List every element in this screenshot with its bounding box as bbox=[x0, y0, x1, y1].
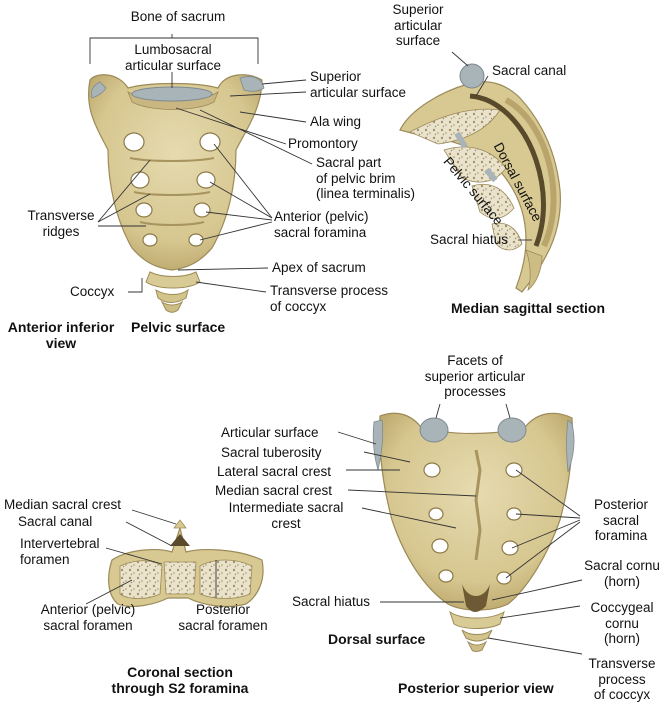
label-bone-of-sacrum: Bone of sacrum bbox=[130, 9, 226, 24]
coronal-title: Coronal section through S2 foramina bbox=[111, 664, 249, 696]
label-coronal-sacral-canal: Sacral canal bbox=[18, 514, 93, 529]
label-posterior-sacral-foramina: Posterior sacral foramina bbox=[593, 497, 649, 543]
label-articular-surface: Articular surface bbox=[221, 425, 319, 440]
label-apex-of-sacrum: Apex of sacrum bbox=[272, 260, 366, 275]
label-posterior-transverse-process: Transverse process of coccyx bbox=[588, 656, 656, 702]
label-coccygeal-cornu: Coccygeal cornu (horn) bbox=[590, 600, 654, 646]
label-coronal-median-crest: Median sacral crest bbox=[4, 497, 122, 512]
label-pelvic-brim: Sacral part of pelvic brim (linea termin… bbox=[316, 155, 416, 201]
dorsal-surface-title: Dorsal surface bbox=[328, 631, 426, 647]
label-transverse-ridges: Transverse ridges bbox=[27, 208, 95, 239]
label-facets: Facets of superior articular processes bbox=[424, 353, 526, 399]
label-sagittal-superior-articular: Superior articular surface bbox=[392, 2, 444, 48]
label-posterior-median-crest: Median sacral crest bbox=[215, 483, 333, 498]
label-ala-wing: Ala wing bbox=[310, 114, 362, 129]
label-posterior-sacral-hiatus: Sacral hiatus bbox=[292, 594, 371, 609]
label-coccyx: Coccyx bbox=[70, 284, 115, 299]
sagittal-section bbox=[399, 63, 561, 293]
label-sacral-cornu: Sacral cornu (horn) bbox=[584, 558, 660, 589]
label-promontory: Promontory bbox=[288, 136, 358, 151]
posterior-view-title: Posterior superior view bbox=[398, 680, 554, 696]
label-transverse-process-coccyx: Transverse process of coccyx bbox=[270, 283, 389, 314]
label-sacral-canal: Sacral canal bbox=[492, 63, 567, 78]
label-sacral-tuberosity: Sacral tuberosity bbox=[221, 445, 322, 460]
label-lateral-sacral-crest: Lateral sacral crest bbox=[217, 464, 332, 479]
sagittal-title: Median sagittal section bbox=[451, 300, 606, 316]
anterior-sacrum bbox=[88, 74, 265, 313]
label-intermediate-crest: Intermediate sacral crest bbox=[228, 500, 344, 531]
coronal-section bbox=[108, 519, 264, 608]
label-lumbosacral-surface: Lumbosacral articular surface bbox=[124, 42, 222, 73]
posterior-sacrum bbox=[372, 412, 575, 652]
label-coronal-anterior-foramen: Anterior (pelvic) sacral foramen bbox=[40, 602, 136, 633]
anterior-leaders bbox=[89, 34, 313, 293]
label-anterior-sacral-foramina: Anterior (pelvic) sacral foramina bbox=[274, 209, 369, 240]
label-intervertebral-foramen: Intervertebral foramen bbox=[20, 536, 100, 567]
pelvic-surface-title: Pelvic surface bbox=[131, 319, 226, 335]
label-sagittal-sacral-hiatus: Sacral hiatus bbox=[430, 232, 509, 247]
sagittal-leaders bbox=[451, 51, 532, 241]
label-coronal-posterior-foramen: Posterior sacral foramen bbox=[178, 602, 268, 633]
label-superior-articular-surface: Superior articular surface bbox=[310, 69, 407, 100]
coronal-leaders bbox=[85, 509, 217, 605]
anterior-view-title: Anterior inferior view bbox=[7, 319, 115, 351]
posterior-leaders bbox=[337, 403, 583, 655]
